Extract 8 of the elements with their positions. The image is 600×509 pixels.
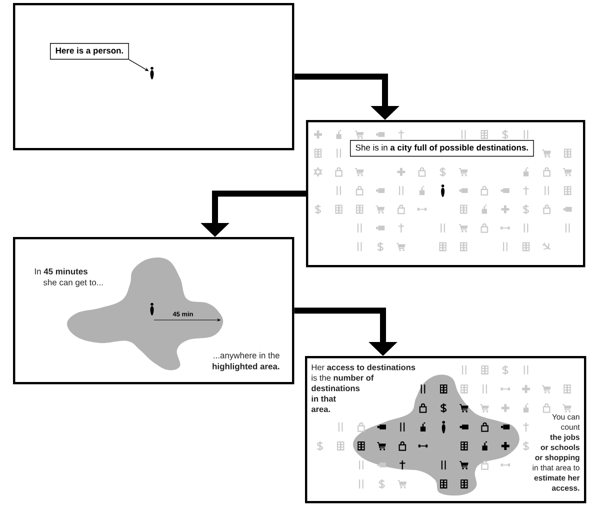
- body-text: ...anywhere in the highlighted area.: [212, 352, 280, 372]
- person-icon: [150, 66, 154, 80]
- panel: [306, 120, 586, 268]
- body-text: Her access to destinations is the number of destinations in that area.: [311, 364, 416, 412]
- callout-box: Here is a person.: [50, 43, 129, 60]
- panel: [13, 3, 294, 150]
- callout-box: She is ina city full of possible destinations.: [350, 140, 534, 157]
- body-text: In 45 minutes she can get to...: [35, 268, 103, 288]
